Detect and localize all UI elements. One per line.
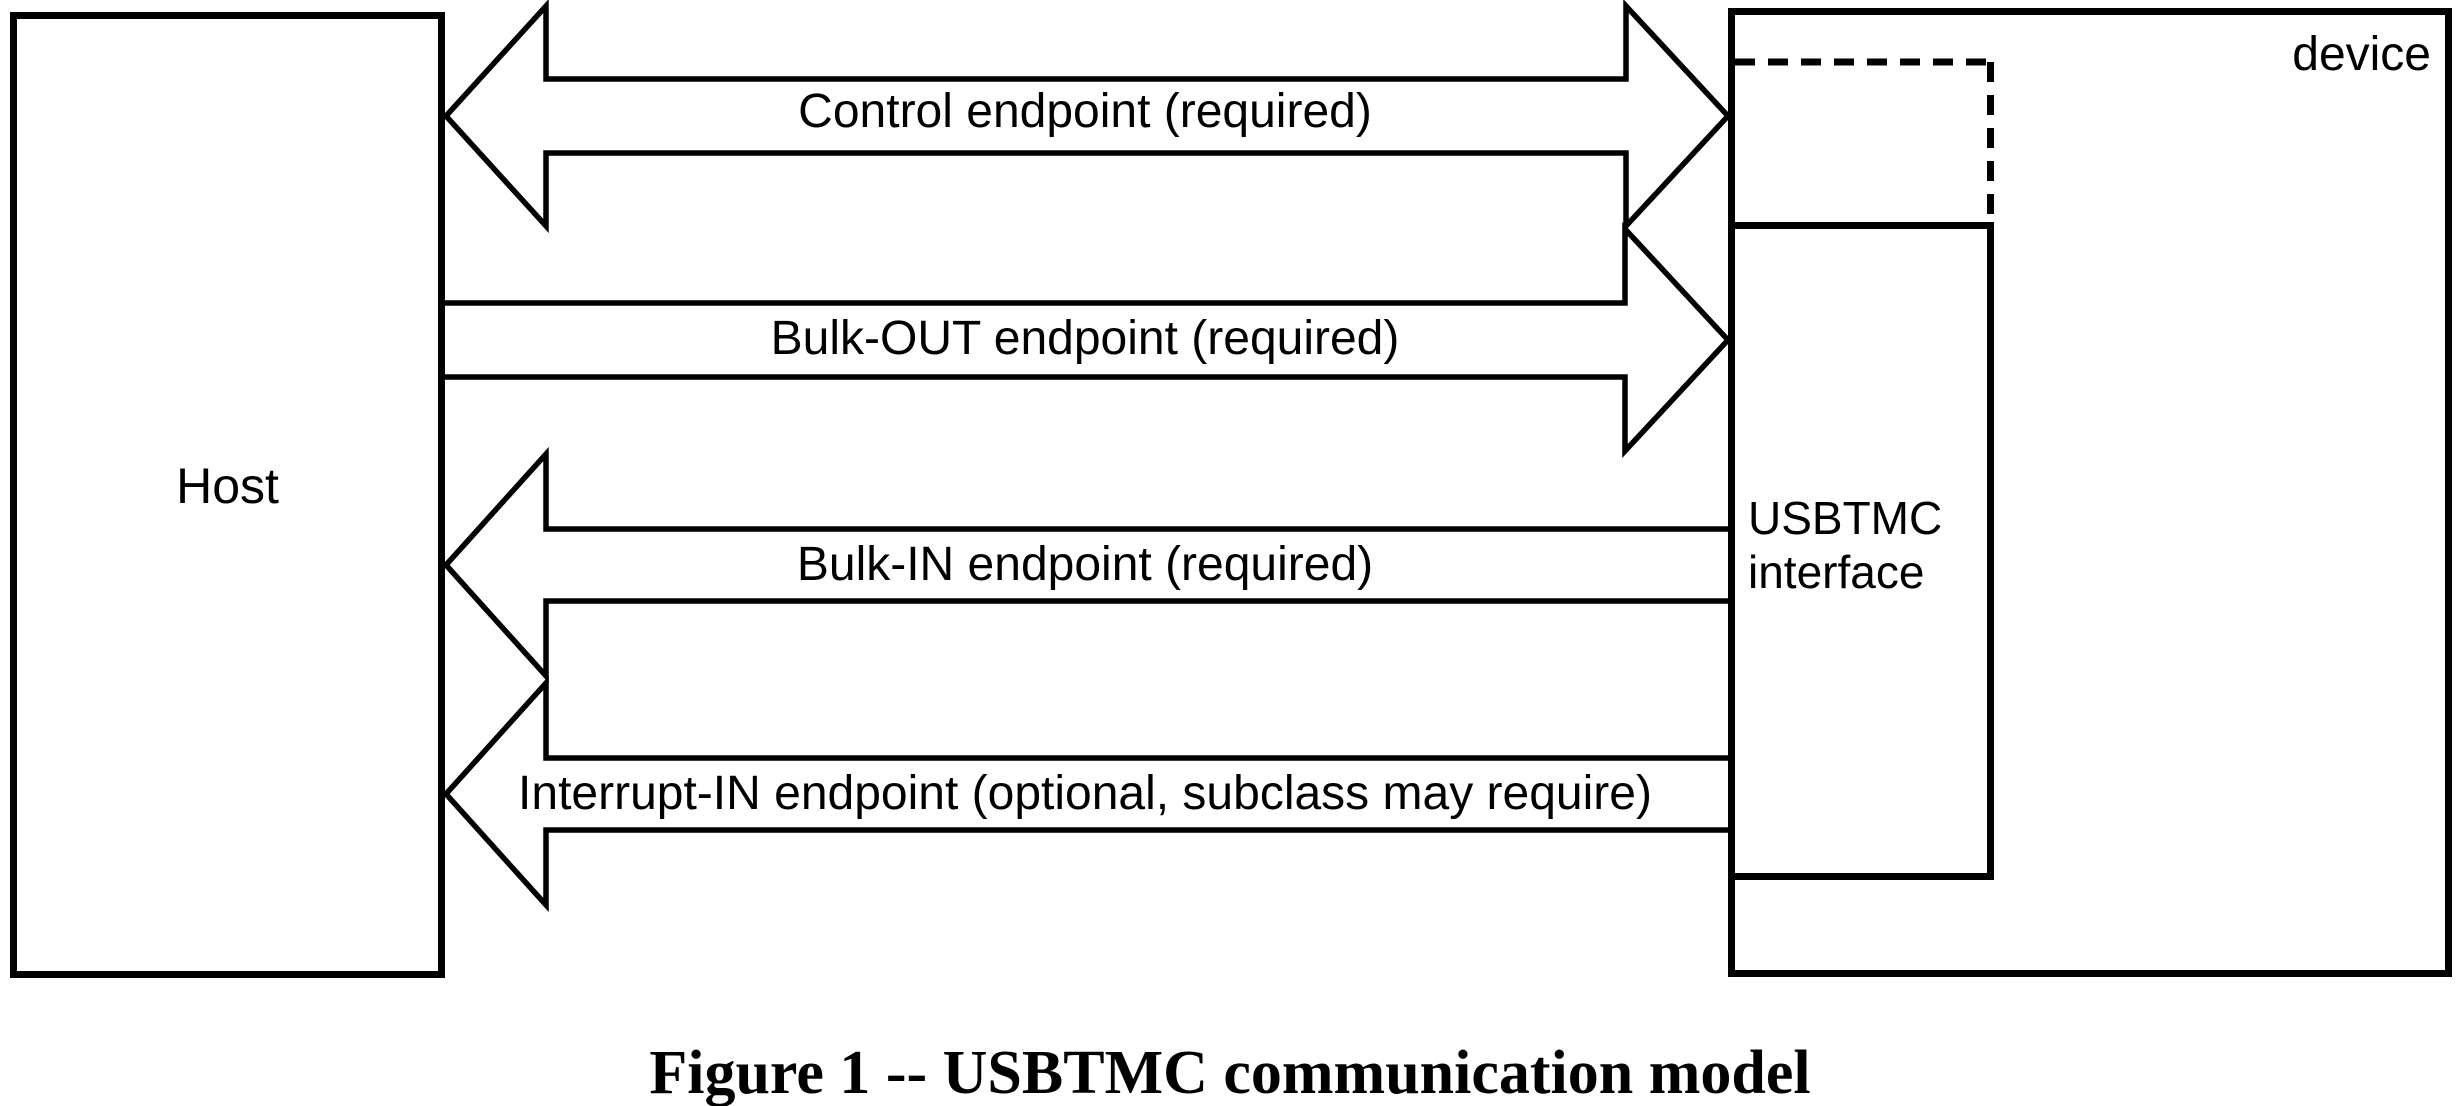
control-endpoint-arrow-label: Control endpoint (required) (798, 85, 1372, 138)
usbtmc-interface-label-line1: USBTMC (1748, 492, 1943, 544)
host-box (10, 12, 445, 978)
usbtmc-interface-box (1728, 222, 1994, 880)
usbtmc-interface-label-line2: interface (1748, 546, 1925, 598)
figure-caption: Figure 1 -- USBTMC communication model (649, 1039, 1811, 1106)
device-label: device (2292, 28, 2431, 81)
bulk-out-endpoint-arrow (438, 221, 1732, 459)
interrupt-in-endpoint-arrow-label: Interrupt-IN endpoint (optional, subclas… (518, 767, 1652, 820)
host-label: Host (176, 458, 279, 514)
usbtmc-interface-label: USBTMC interface (1748, 491, 1942, 599)
bulk-out-endpoint-arrow-label: Bulk-OUT endpoint (required) (770, 312, 1400, 365)
bulk-in-endpoint-arrow-label: Bulk-IN endpoint (required) (796, 538, 1374, 591)
